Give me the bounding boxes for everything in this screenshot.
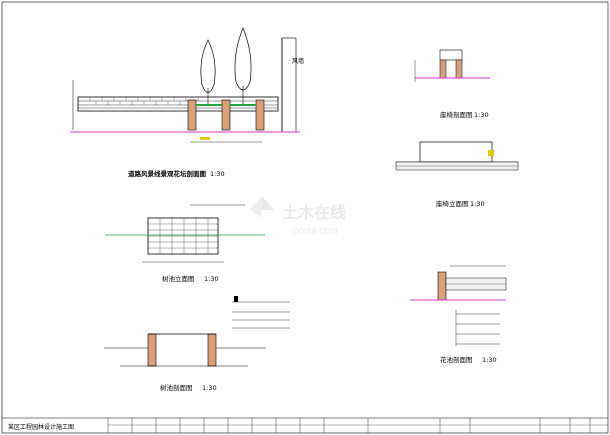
seat-section-scale: 1:30 [474, 111, 489, 119]
seat-section-title: 座椅剖面图 [440, 110, 473, 119]
seat-elevation-view: 座椅立面图 1:30 [395, 141, 519, 208]
wall-elevation-view: 树池立面图 1:30 [105, 204, 265, 283]
main-section-view: 风墙 道路风景线景观花坛剖面图 1:30 [70, 27, 304, 178]
wall-section-scale: 1:30 [202, 384, 217, 392]
planter-section-scale: 1:30 [482, 356, 497, 364]
project-name: 某区工程园林设计施工图 [8, 423, 74, 431]
wall-section-title: 树池剖面图 [160, 383, 193, 392]
main-section-title: 道路风景线景观花坛剖面图 [128, 169, 207, 178]
seat-elevation-scale: 1:30 [470, 200, 485, 208]
planter-section-view: 花池剖面图 1:30 [410, 265, 507, 364]
title-block: 某区工程园林设计施工图 [2, 417, 608, 433]
seat-section-view: 座椅剖面图 1:30 [414, 49, 490, 119]
wind-wall-label: 风墙 [292, 57, 304, 65]
main-section-scale: 1:30 [210, 170, 225, 178]
wall-elevation-scale: 1:30 [204, 275, 219, 283]
watermark-domain: COI88.COM [292, 227, 338, 236]
watermark-brand: 土木在线 [282, 203, 346, 222]
planter-section-title: 花池剖面图 [440, 355, 473, 364]
wall-elevation-title: 树池立面图 [162, 274, 195, 283]
watermark-logo: 土木在线 COI88.COM [250, 196, 346, 236]
seat-elevation-title: 座椅立面图 [436, 199, 469, 208]
wall-section-view: 树池剖面图 1:30 [104, 296, 290, 392]
